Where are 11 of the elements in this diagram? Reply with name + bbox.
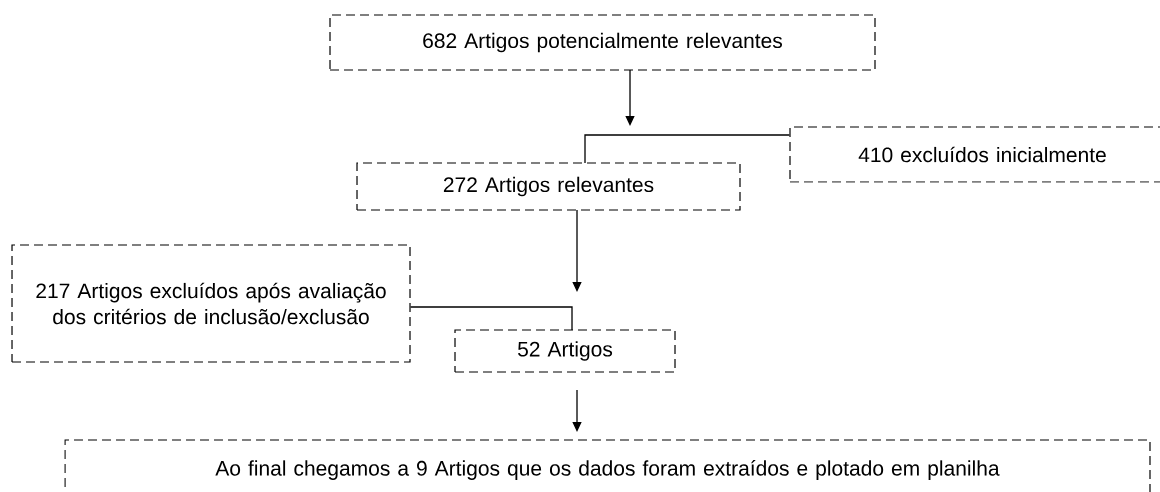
process-box: Ao final chegamos a 9 Artigos que os dados foram extraídos e plotado em planilha (64, 439, 1151, 492)
process-box: 410 excluídos inicialmente (789, 126, 1160, 183)
arrow (572, 209, 582, 292)
arrow (625, 69, 635, 126)
process-box: 682 Artigos potencialmente relevantes (329, 14, 876, 71)
arrow (572, 389, 582, 432)
process-box: 217 Artigos excluídos após avaliação dos critérios de inclusão/exclusão (11, 244, 411, 363)
connector-line (584, 134, 791, 164)
process-box: 52 Artigos (454, 329, 676, 373)
connector-line (409, 306, 573, 331)
process-box: 272 Artigos relevantes (356, 162, 741, 211)
